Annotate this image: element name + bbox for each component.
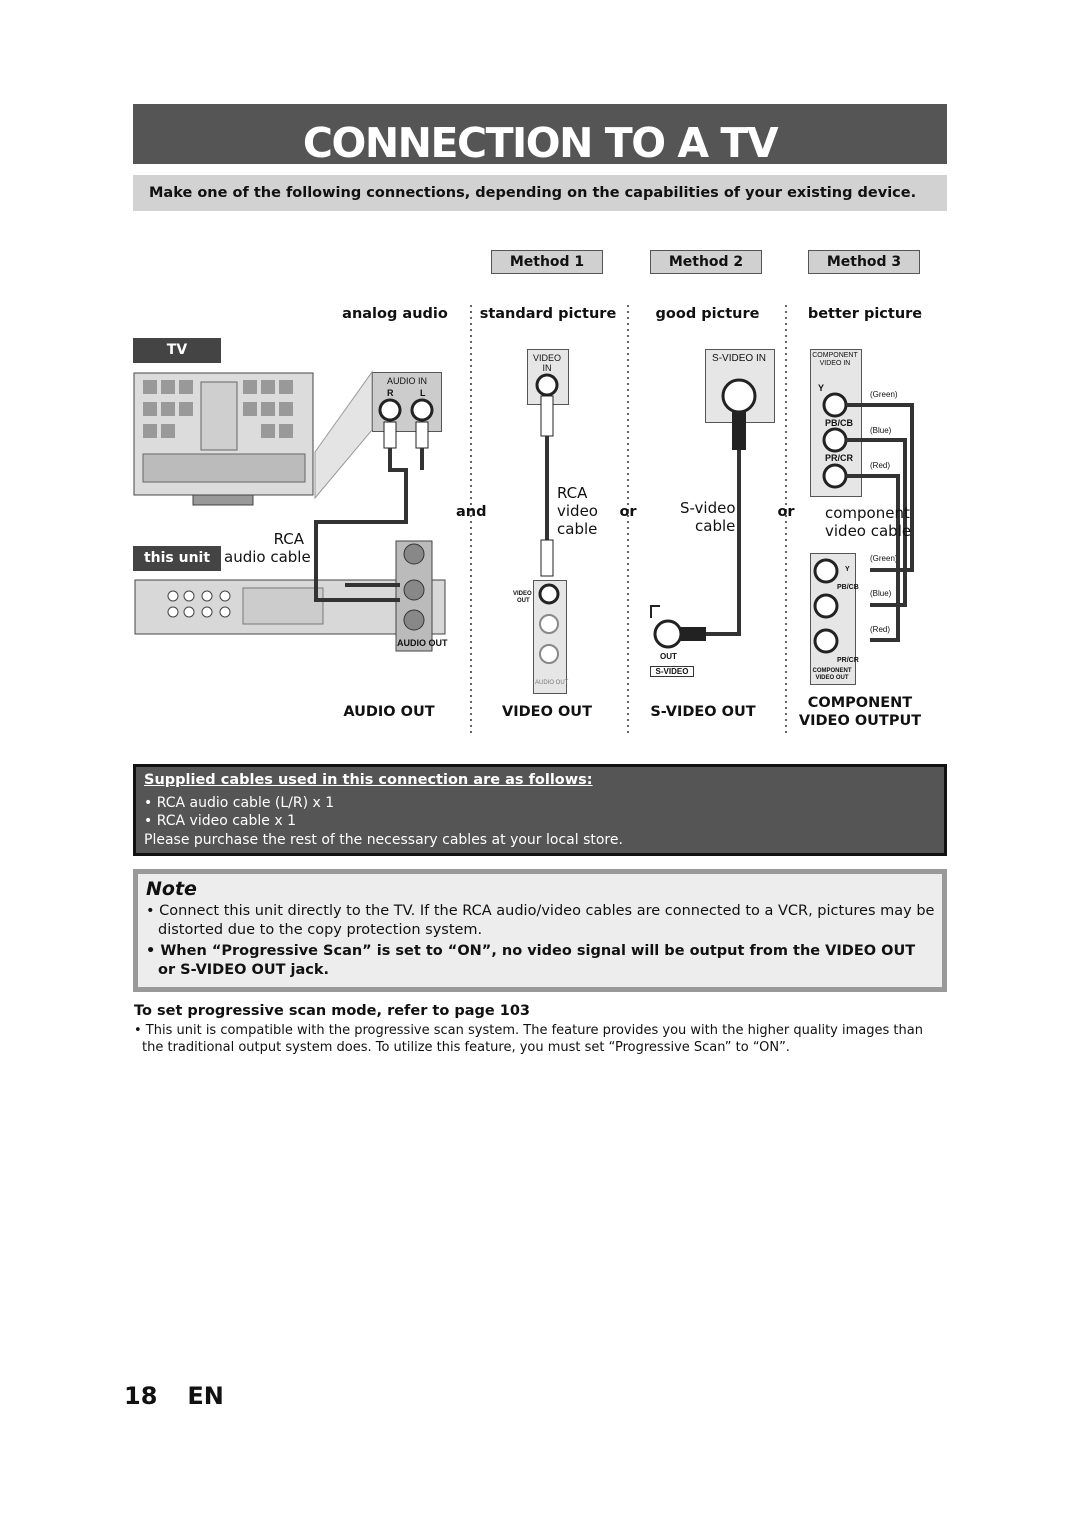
audio-in-r: R [387,388,394,398]
svideo-cable-caption-2: cable [695,517,736,535]
progressive-heading: To set progressive scan mode, refer to p… [134,1003,531,1019]
page-language: EN [187,1382,224,1410]
component-output-label-2: VIDEO OUTPUT [798,713,922,729]
video-out-label: VIDEO OUT [502,704,592,720]
rca-video-cable-caption-3: cable [557,520,598,538]
comp-out-label-2: VIDEO OUT [815,675,849,681]
page-number-value: 18 [124,1382,158,1410]
component-cable-caption-2: video cable [825,522,912,540]
video-in-label-1: VIDEO [532,353,561,363]
svideo-cable-caption-1: S-video [680,499,736,517]
video-panel-audio-out-label: AUDIO OUT [535,680,569,686]
good-picture-label: good picture [655,306,760,322]
progressive-text: • This unit is compatible with the progr… [134,1023,923,1055]
svideo-out-label: S-VIDEO [650,666,694,677]
component-cable-caption-1: component [825,504,910,522]
audio-in-label: AUDIO IN [387,376,428,386]
supplied-item: • RCA video cable x 1 [144,813,296,829]
tv-tag: TV [133,338,221,363]
comp-in-blue: (Blue) [870,426,892,435]
method-3-label: Method 3 [808,250,920,274]
tv-back-illustration [133,372,314,506]
video-in-label-2: IN [542,363,552,373]
svideo-in-label: S-VIDEO IN [712,353,766,364]
note-box: Note • Connect this unit directly to the… [133,869,947,992]
audio-in-l: L [420,388,426,398]
supplied-heading: Supplied cables used in this connection … [144,772,593,788]
supplied-cables-box: Supplied cables used in this connection … [133,764,947,856]
comp-in-y: Y [818,383,825,393]
method-1-label: Method 1 [491,250,603,274]
audio-out-jack-label: AUDIO OUT [397,638,448,648]
unit-back-illustration [134,579,446,635]
comp-in-pr: PR/CR [825,453,854,463]
page-number: 18 EN [124,1382,224,1410]
comp-out-red: (Red) [870,625,891,634]
and-label: and [456,504,487,520]
svideo-out-label-out: OUT [660,652,677,661]
comp-out-y: Y [845,566,850,573]
video-out-label-2: OUT [517,598,530,604]
supplied-item: • RCA audio cable (L/R) x 1 [144,794,335,811]
standard-picture-label: standard picture [479,306,617,322]
comp-out-green: (Green) [870,554,898,563]
comp-in-green: (Green) [870,390,898,399]
rca-audio-cable-caption-1: RCA [273,530,304,548]
unit-tag: this unit [133,546,221,571]
component-in-label-1: COMPONENT [812,352,858,359]
component-in-label-2: VIDEO IN [819,360,851,367]
comp-out-blue: (Blue) [870,589,892,598]
component-output-label-1: COMPONENT [807,695,913,711]
comp-out-pb: PB/CB [837,584,859,591]
rca-video-cable-caption-1: RCA [557,484,588,502]
comp-out-label-1: COMPONENT [812,668,852,674]
rca-video-cable-caption-2: video [557,502,598,520]
svideo-out-output-label: S-VIDEO OUT [650,704,756,720]
audio-out-label: AUDIO OUT [343,704,435,720]
note-item: • Connect this unit directly to the TV. … [146,903,935,938]
page-title: CONNECTION TO A TV [133,104,947,164]
supplied-footer: Please purchase the rest of the necessar… [144,831,623,848]
cable-diagram [314,370,914,664]
or-label-1: or [619,504,637,520]
comp-out-pr: PR/CR [837,657,859,664]
note-title: Note [146,878,197,900]
better-picture-label: better picture [807,306,923,322]
video-out-label-1: VIDEO [513,591,532,597]
unit-audio-out-jacks [395,540,433,652]
note-item-bold: • When “Progressive Scan” is set to “ON”… [146,943,916,978]
instruction-bar: Make one of the following connections, d… [133,175,947,211]
or-label-2: or [777,504,795,520]
comp-in-pb: PB/CB [825,418,854,428]
comp-in-red: (Red) [870,461,891,470]
analog-audio-label: analog audio [342,306,448,322]
method-2-label: Method 2 [650,250,762,274]
rca-audio-cable-caption-2: audio cable [224,548,311,566]
